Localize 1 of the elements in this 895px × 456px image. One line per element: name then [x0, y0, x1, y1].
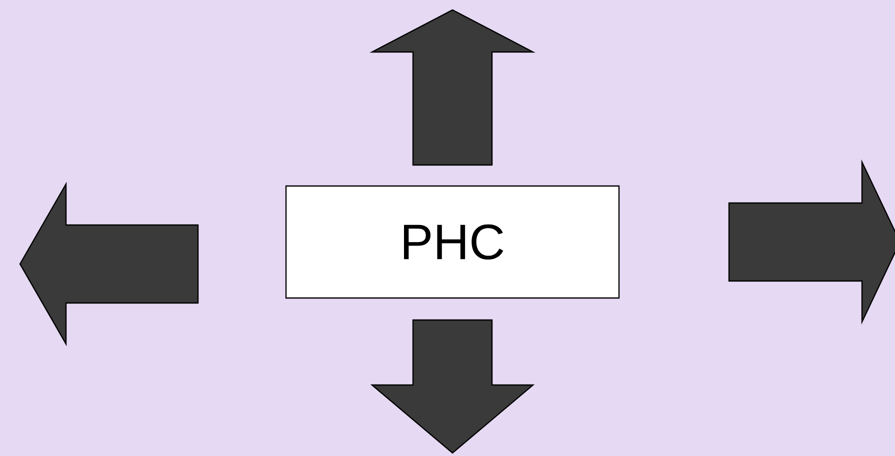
- label-box: PHC: [285, 185, 620, 299]
